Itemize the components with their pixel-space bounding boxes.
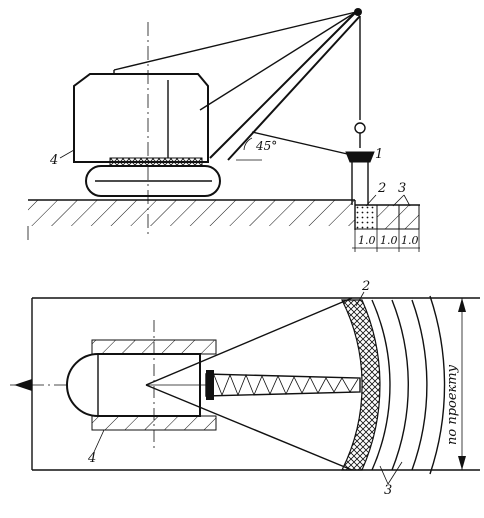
arc-layer-1 xyxy=(371,299,391,471)
dimension-1: 1.0 xyxy=(358,234,376,247)
boom xyxy=(209,11,361,161)
ground xyxy=(27,199,420,240)
boom-plan xyxy=(205,370,361,400)
arc-layer-2 xyxy=(391,299,409,471)
width-note: по проекту xyxy=(445,364,460,445)
crawler-tracks xyxy=(85,157,221,197)
label-4-side: 4 xyxy=(49,153,58,168)
angle-arc xyxy=(243,137,253,151)
label-3-side: 3 xyxy=(398,181,406,196)
plan-view: по проекту 2 3 4 xyxy=(10,279,480,498)
label-2-plan: 2 xyxy=(361,279,370,294)
side-view: 1.0 1.0 1.0 xyxy=(27,8,420,252)
label-2-side: 2 xyxy=(377,181,386,196)
cables xyxy=(113,8,362,157)
working-sector xyxy=(145,297,353,471)
label-4-plan: 4 xyxy=(87,451,96,466)
dimension-2: 1.0 xyxy=(380,234,398,247)
crane-plan-body xyxy=(66,339,217,431)
crane-body xyxy=(73,70,209,163)
dimension-3: 1.0 xyxy=(401,234,419,247)
dimension-line: 1.0 1.0 1.0 xyxy=(352,228,420,252)
tamper xyxy=(345,122,375,205)
label-angle: 45° xyxy=(255,139,277,153)
label-1: 1 xyxy=(375,147,383,162)
trench-layers xyxy=(354,204,420,230)
direction-arrow xyxy=(14,379,32,391)
compaction-band xyxy=(341,299,381,471)
label-3-plan: 3 xyxy=(384,483,392,498)
arc-layer-3 xyxy=(411,299,428,471)
arc-boundary xyxy=(429,295,446,475)
